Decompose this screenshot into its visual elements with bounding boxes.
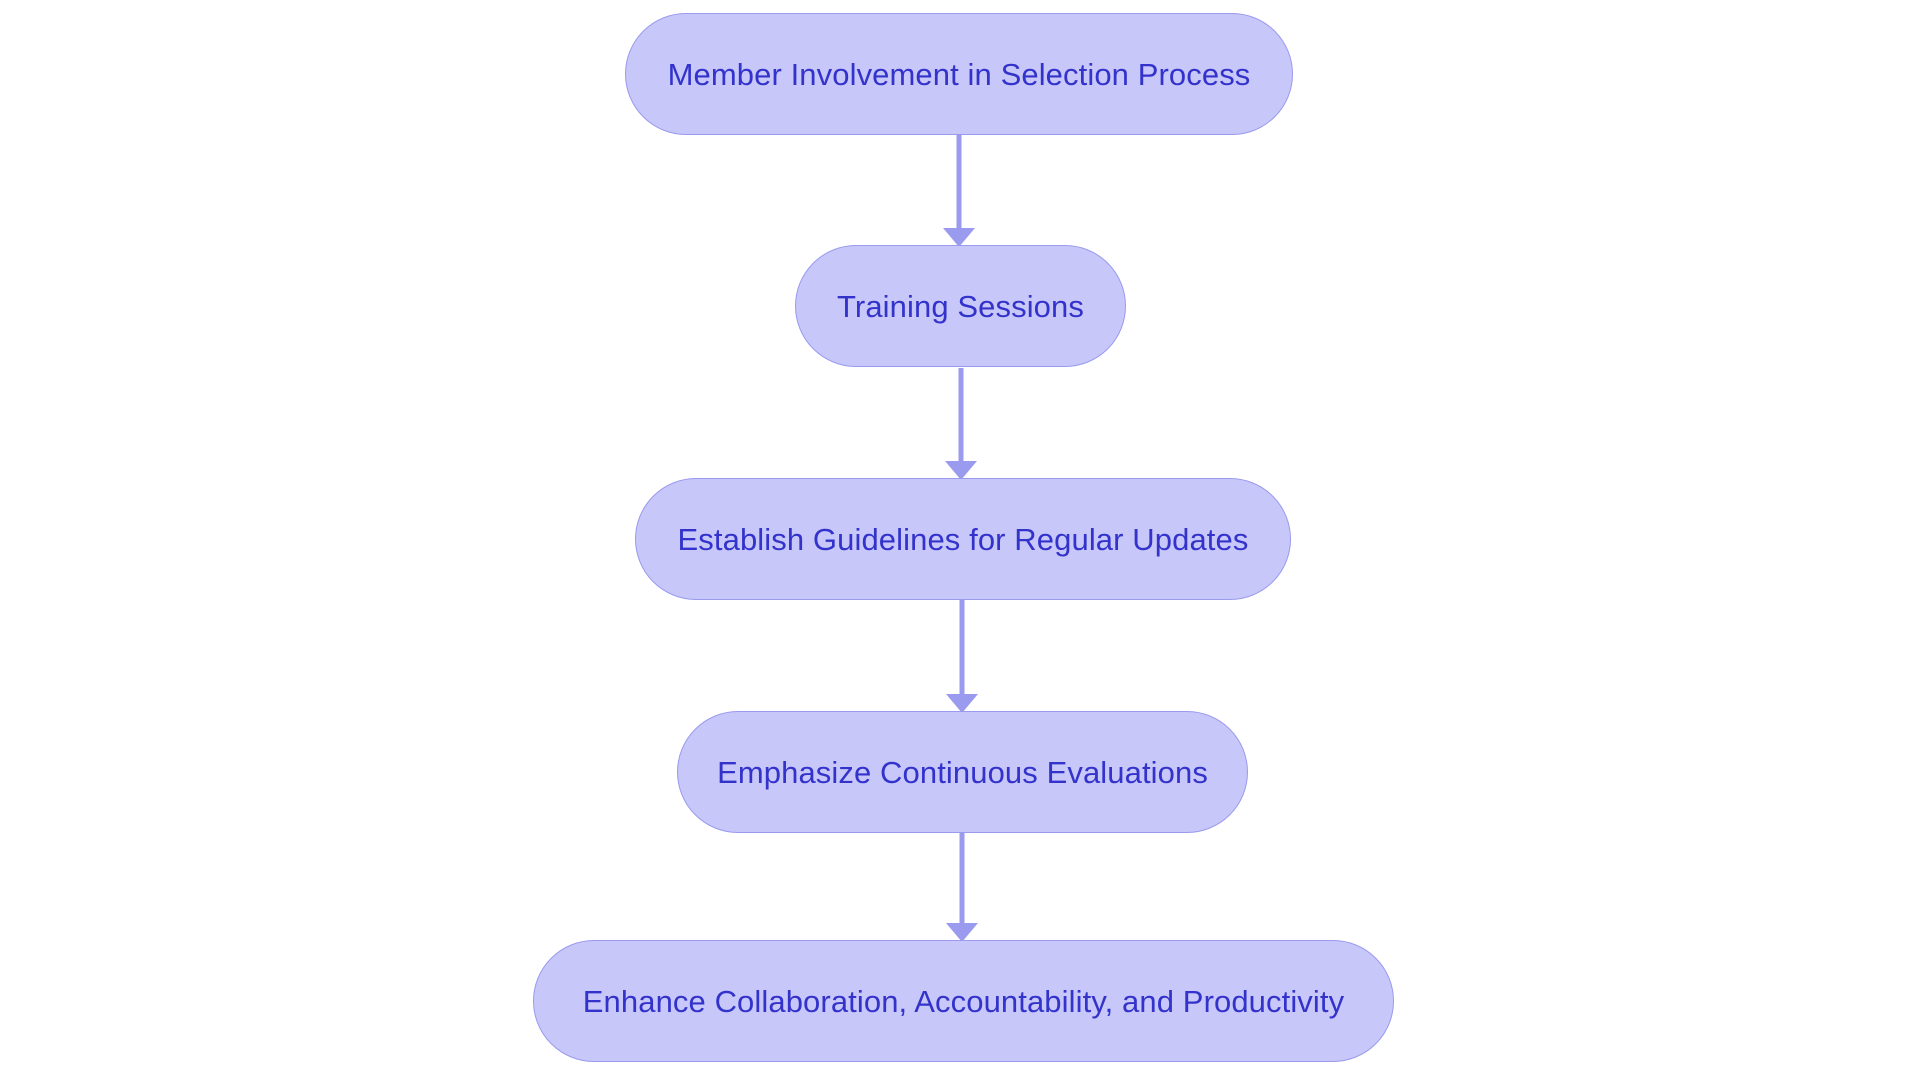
flow-node-label: Member Involvement in Selection Process	[667, 56, 1251, 92]
flow-node-member-involvement[interactable]: Member Involvement in Selection Process	[625, 13, 1293, 135]
flow-node-label: Enhance Collaboration, Accountability, a…	[582, 983, 1345, 1019]
flow-node-label: Emphasize Continuous Evaluations	[717, 754, 1208, 790]
edge-node4-to-node5	[946, 833, 978, 942]
flow-node-emphasize-evaluations[interactable]: Emphasize Continuous Evaluations	[677, 711, 1248, 833]
flow-node-establish-guidelines[interactable]: Establish Guidelines for Regular Updates	[635, 478, 1291, 600]
flow-node-training-sessions[interactable]: Training Sessions	[795, 245, 1126, 367]
flow-node-enhance-collaboration[interactable]: Enhance Collaboration, Accountability, a…	[533, 940, 1394, 1062]
edge-node2-to-node3	[945, 368, 977, 480]
flow-node-label: Training Sessions	[837, 288, 1084, 324]
edge-node1-to-node2	[943, 135, 975, 247]
flow-node-label: Establish Guidelines for Regular Updates	[677, 521, 1249, 557]
edge-node3-to-node4	[946, 600, 978, 713]
